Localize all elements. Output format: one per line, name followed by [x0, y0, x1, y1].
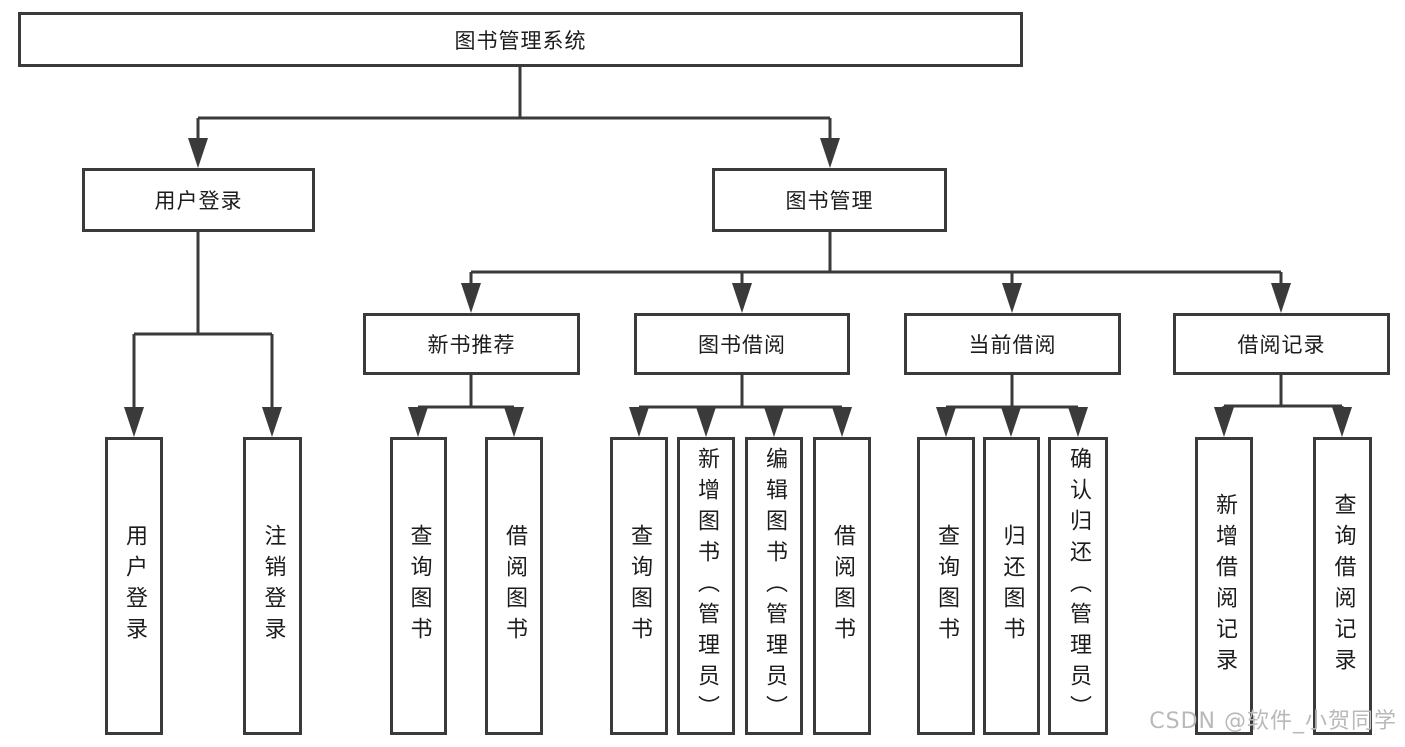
leaf-borrow-book-newbook: 借阅图书 — [485, 437, 543, 735]
leaf-label: 归还图书 — [999, 524, 1025, 648]
leaf-label: 查询图书 — [406, 524, 432, 648]
leaf-label: 借阅图书 — [830, 524, 855, 648]
connector-root-to-level2 — [188, 67, 840, 168]
leaf-label: 新增借阅记录 — [1212, 493, 1237, 679]
node-new-book-recommend: 新书推荐 — [363, 313, 580, 375]
connector-bookmgmt-to-level3 — [461, 232, 1291, 313]
leaf-label: 注销登录 — [260, 524, 286, 648]
node-borrowing-records: 借阅记录 — [1173, 313, 1390, 375]
node-current-borrowing: 当前借阅 — [904, 313, 1121, 375]
leaf-label: 编辑图书（管理员） — [762, 446, 787, 726]
connector-newbook-to-leaves — [408, 375, 524, 437]
leaf-label: 新增图书（管理员） — [694, 446, 719, 726]
leaf-label: 查询图书 — [934, 524, 959, 648]
leaf-add-book-admin: 新增图书（管理员） — [677, 437, 735, 735]
leaf-logout: 注销登录 — [243, 437, 302, 735]
leaf-borrow-book-borrowing: 借阅图书 — [813, 437, 871, 735]
leaf-label: 确认归还（管理员） — [1066, 446, 1091, 726]
leaf-query-book-borrowing: 查询图书 — [610, 437, 668, 735]
leaf-user-login: 用户登录 — [105, 437, 163, 735]
node-library-system: 图书管理系统 — [18, 12, 1023, 67]
leaf-edit-book-admin: 编辑图书（管理员） — [745, 437, 803, 735]
connector-borrowrec-to-leaves — [1214, 375, 1352, 437]
connector-userlogin-to-leaves — [124, 232, 282, 437]
leaf-label: 查询借阅记录 — [1330, 493, 1356, 679]
node-book-borrowing: 图书借阅 — [634, 313, 850, 375]
csdn-watermark: CSDN @软件_小贺同学 — [1149, 709, 1397, 734]
leaf-label: 用户登录 — [122, 524, 147, 648]
leaf-return-book: 归还图书 — [983, 437, 1040, 735]
leaf-add-borrow-record: 新增借阅记录 — [1195, 437, 1253, 735]
leaf-label: 查询图书 — [627, 524, 652, 648]
leaf-query-book-newbook: 查询图书 — [390, 437, 447, 735]
leaf-label: 借阅图书 — [502, 524, 527, 648]
connector-bookborrow-to-leaves — [629, 375, 852, 437]
leaf-query-borrow-record: 查询借阅记录 — [1313, 437, 1372, 735]
node-user-login: 用户登录 — [82, 168, 315, 232]
node-book-management: 图书管理 — [712, 168, 947, 232]
leaf-confirm-return-admin: 确认归还（管理员） — [1048, 437, 1108, 735]
connector-curborrow-to-leaves — [936, 375, 1088, 437]
leaf-query-book-current: 查询图书 — [917, 437, 975, 735]
